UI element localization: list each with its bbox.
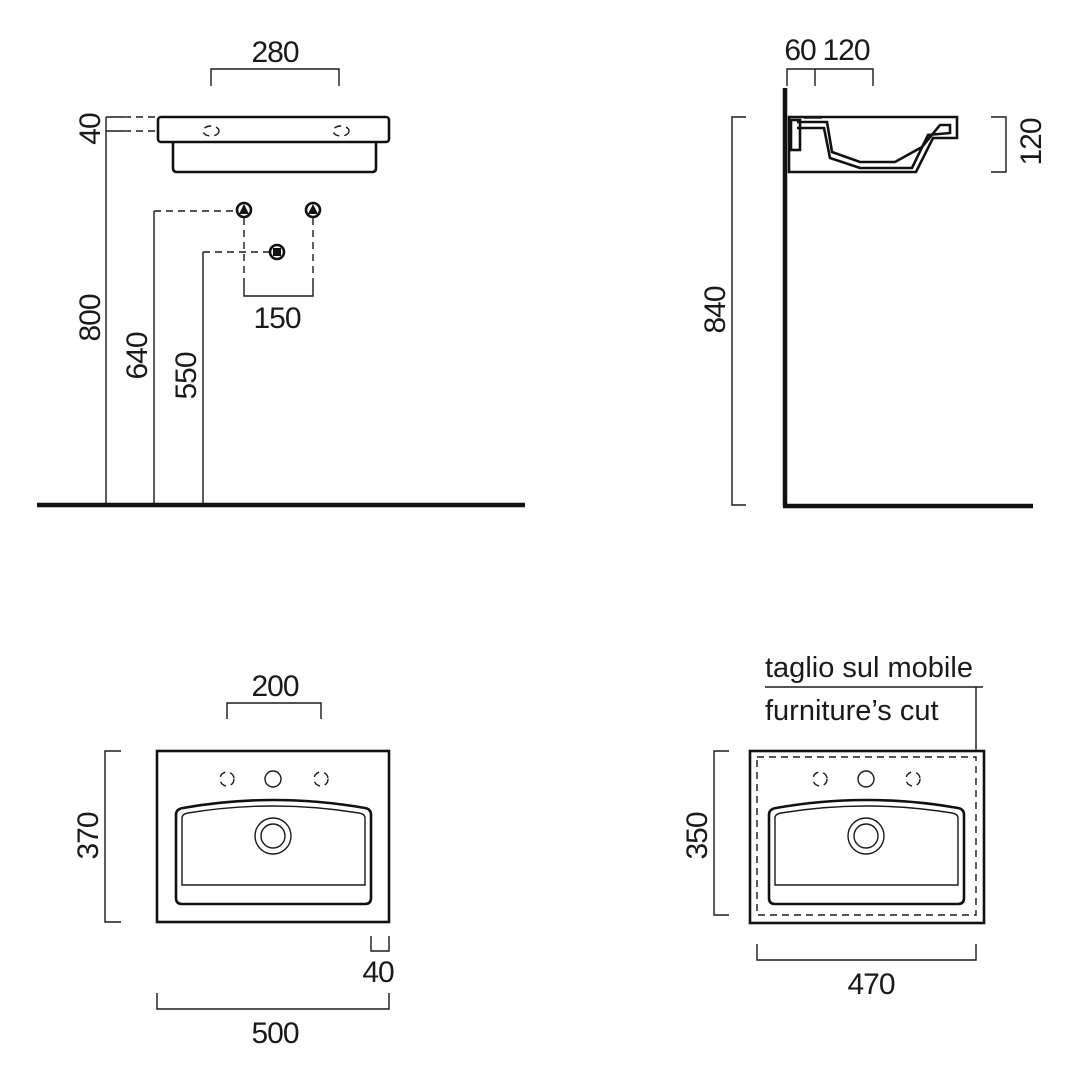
dim-840-label: 840 [699, 286, 732, 333]
dim-350-label: 350 [681, 812, 714, 859]
cut-view: taglio sul mobile furniture’s cut 350 47… [681, 652, 986, 1001]
front-view: 280 40 800 640 550 [37, 36, 525, 508]
cut-furniture-outline [756, 756, 977, 916]
supply-left-icon [235, 201, 253, 219]
top-bowl-inner [181, 805, 366, 886]
dim-40-edge-line [370, 936, 390, 952]
supply-right-icon [304, 201, 322, 219]
dim-840-line [731, 116, 746, 506]
front-basin-rim [156, 115, 391, 144]
top-drain-inner [260, 823, 286, 849]
dim-120-top-label: 120 [822, 34, 869, 67]
dim-120-right-label: 120 [1015, 118, 1048, 165]
dim-280-label: 280 [251, 36, 298, 69]
dim-800-label: 800 [74, 294, 107, 341]
dim-470-label: 470 [847, 968, 894, 1001]
dim-370-line [104, 750, 121, 923]
front-tap-hole-left [202, 125, 220, 137]
front-basin-bowl [171, 140, 378, 174]
side-basin-bracket [789, 118, 802, 152]
side-basin-section [787, 115, 959, 174]
dim-550-label: 550 [170, 352, 203, 399]
front-tap-hole-right [332, 125, 350, 137]
dim-120-top-line [815, 68, 874, 86]
dim-40-rim-label: 40 [74, 113, 107, 145]
top-bowl-outer [174, 798, 373, 906]
dim-40-edge-label: 40 [362, 956, 394, 989]
cut-tap-hole-left [812, 771, 828, 787]
dim-200-label: 200 [251, 670, 298, 703]
top-view: 200 370 40 500 [72, 670, 395, 1050]
cut-tap-hole-center [857, 770, 875, 788]
cut-bowl-outer [767, 798, 966, 906]
dim-470-line [756, 944, 977, 961]
top-basin-outline [155, 749, 391, 924]
side-view: 60 120 120 840 [699, 34, 1048, 509]
dim-60-label: 60 [784, 34, 816, 67]
cut-basin-outline [748, 749, 986, 925]
cut-label-it: taglio sul mobile [765, 652, 973, 684]
top-tap-hole-left [219, 771, 235, 787]
cut-tap-hole-right [905, 771, 921, 787]
dim-150-line [243, 280, 314, 297]
dim-280-line [210, 68, 340, 86]
dim-200-line [226, 702, 322, 719]
dim-640-label: 640 [121, 332, 154, 379]
dim-60-line [786, 68, 816, 86]
drain-icon [268, 243, 286, 261]
dim-500-label: 500 [251, 1017, 298, 1050]
top-tap-hole-right [313, 771, 329, 787]
dim-370-label: 370 [72, 812, 105, 859]
dim-350-line [713, 750, 729, 916]
cut-label-en: furniture’s cut [765, 695, 939, 727]
dim-500-line [156, 993, 390, 1010]
side-basin-inner [797, 120, 952, 170]
dim-120-right-line [991, 116, 1007, 173]
dim-150-label: 150 [253, 302, 300, 335]
top-tap-hole-center [264, 770, 282, 788]
cut-drain-outer [847, 817, 885, 855]
cut-drain-inner [853, 823, 879, 849]
top-drain-outer [254, 817, 292, 855]
cut-bowl-inner [774, 805, 959, 886]
